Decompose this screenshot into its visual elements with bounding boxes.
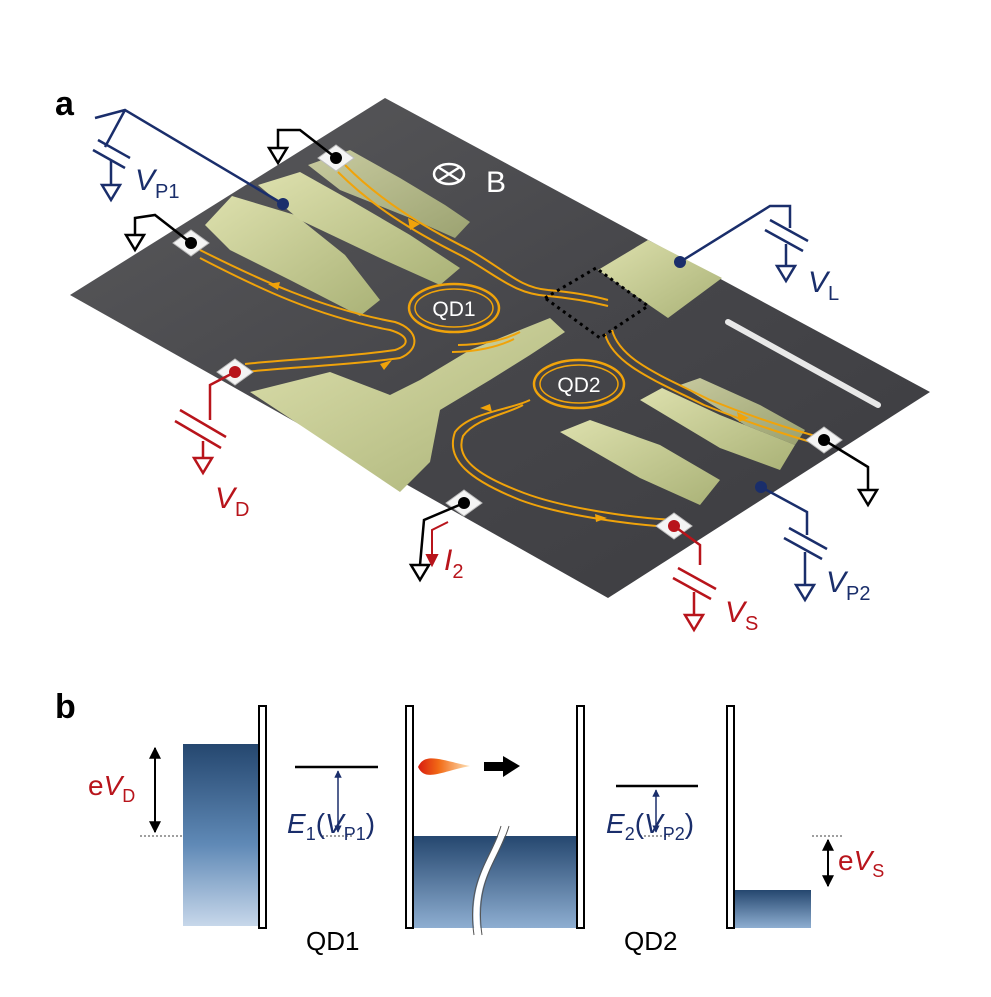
barrier-4	[726, 705, 735, 929]
vs-circuit	[672, 524, 717, 633]
qd1-region-label: QD1	[306, 926, 359, 956]
reservoir-break-mark	[473, 825, 508, 936]
vl-node	[674, 256, 686, 268]
gate-finger-upper-1	[205, 196, 380, 316]
gate-finger-lower-1	[560, 420, 720, 505]
evd-label: eVD	[88, 770, 135, 806]
scale-bar	[725, 319, 881, 408]
gate-right-top	[598, 240, 722, 318]
qd1-label: QD1	[432, 298, 475, 321]
i2-arrow	[425, 521, 449, 568]
gate-finger-lower-2	[640, 388, 795, 470]
barrier-3	[576, 705, 585, 929]
vp2-label: VP2	[826, 566, 870, 605]
ground-nodes	[185, 152, 830, 509]
qd1-ring	[407, 282, 501, 334]
vp1-node	[277, 198, 289, 210]
gate-center	[250, 318, 565, 492]
gate-electrodes	[205, 150, 805, 505]
ground-circuits	[123, 128, 880, 583]
panel-a-label: a	[55, 85, 75, 123]
channel-arrows	[268, 218, 749, 522]
electron-wavepacket-icon	[418, 758, 470, 775]
tunnel-barriers	[258, 705, 735, 929]
e2-label: E2(VP2)	[606, 808, 694, 844]
source-reservoir	[735, 890, 811, 928]
qd2-ring	[532, 358, 626, 410]
vs-label: VS	[725, 596, 758, 635]
vp1-label: VP1	[135, 164, 179, 203]
qd2-label: QD2	[557, 374, 600, 397]
evs-label: eVS	[838, 845, 884, 881]
qd2-region-label: QD2	[624, 926, 677, 956]
propagation-arrow-icon	[484, 756, 520, 777]
qd2-ring-inner	[539, 364, 619, 404]
gate-finger-upper-3	[308, 150, 470, 238]
vd-label: VD	[215, 482, 249, 521]
vd-circuit	[174, 370, 236, 476]
barrier-1	[258, 705, 267, 929]
barrier-2	[405, 705, 414, 929]
panel-b-label: b	[55, 688, 76, 726]
i2-label: I2	[444, 544, 463, 583]
e1-label: E1(VP1)	[287, 808, 375, 844]
vp1-circuit	[92, 108, 284, 206]
b-field-into-page-icon	[432, 162, 466, 186]
vp2-circuit	[760, 485, 828, 603]
vs-node	[668, 520, 680, 532]
qd1-ring-inner	[414, 288, 494, 328]
vd-node	[229, 366, 241, 378]
vl-circuit	[679, 204, 809, 284]
coupling-region-box	[542, 266, 651, 340]
vp2-node	[755, 481, 767, 493]
gate-finger-upper-2	[258, 172, 460, 285]
edge-channels	[199, 164, 831, 528]
b-field-label: B	[486, 166, 506, 199]
vl-label: VL	[808, 266, 839, 305]
drain-reservoir	[183, 744, 258, 926]
